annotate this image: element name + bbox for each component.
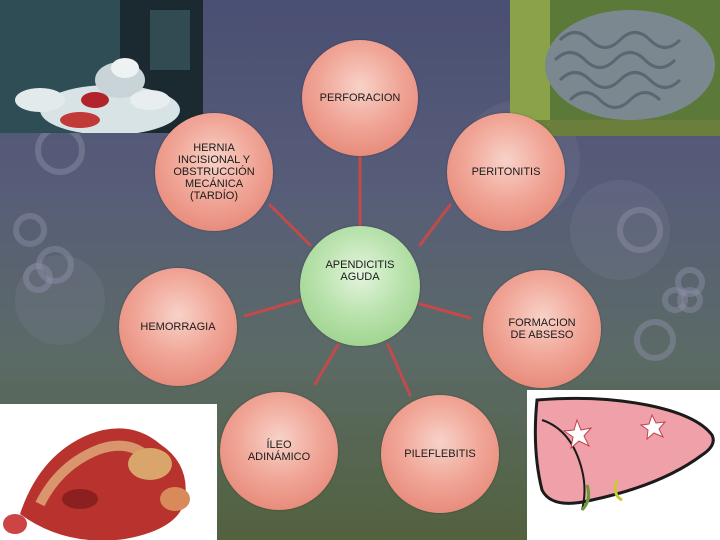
surgery-photo bbox=[0, 0, 203, 133]
link-hernia bbox=[268, 203, 312, 247]
intestines-photo: . bbox=[510, 0, 720, 136]
node-center: APENDICITIS AGUDA bbox=[300, 226, 420, 346]
center-label: APENDICITIS AGUDA bbox=[325, 259, 395, 283]
svg-text:.: . bbox=[548, 121, 549, 127]
link-absceso bbox=[418, 302, 472, 320]
node-absceso: FORMACION DE ABSESO bbox=[483, 270, 601, 388]
node-hemorragia: HEMORRAGIA bbox=[119, 268, 237, 386]
node-perforacion-label: PERFORACION bbox=[319, 92, 401, 104]
link-pileflebitis bbox=[386, 343, 412, 397]
liver-illustration bbox=[527, 390, 720, 540]
node-perforacion: PERFORACION bbox=[302, 40, 418, 156]
node-hemorragia-label: HEMORRAGIA bbox=[140, 321, 216, 333]
link-ileo bbox=[313, 343, 340, 386]
node-pileflebitis-label: PILEFLEBITIS bbox=[404, 448, 476, 460]
node-hernia: HERNIA INCISIONAL Y OBSTRUCCIÓN MECÁNICA… bbox=[155, 113, 273, 231]
node-hernia-label: HERNIA INCISIONAL Y OBSTRUCCIÓN MECÁNICA… bbox=[173, 142, 255, 202]
tissue-photo bbox=[0, 404, 217, 540]
node-ileo-label: ÍLEO ADINÁMICO bbox=[247, 439, 311, 463]
node-absceso-label: FORMACION DE ABSESO bbox=[508, 317, 576, 341]
node-ileo: ÍLEO ADINÁMICO bbox=[220, 392, 338, 510]
link-hemorragia bbox=[243, 298, 302, 318]
node-pileflebitis: PILEFLEBITIS bbox=[381, 395, 499, 513]
link-peritonitis bbox=[418, 203, 452, 247]
node-peritonitis: PERITONITIS bbox=[447, 113, 565, 231]
node-peritonitis-label: PERITONITIS bbox=[471, 166, 541, 178]
